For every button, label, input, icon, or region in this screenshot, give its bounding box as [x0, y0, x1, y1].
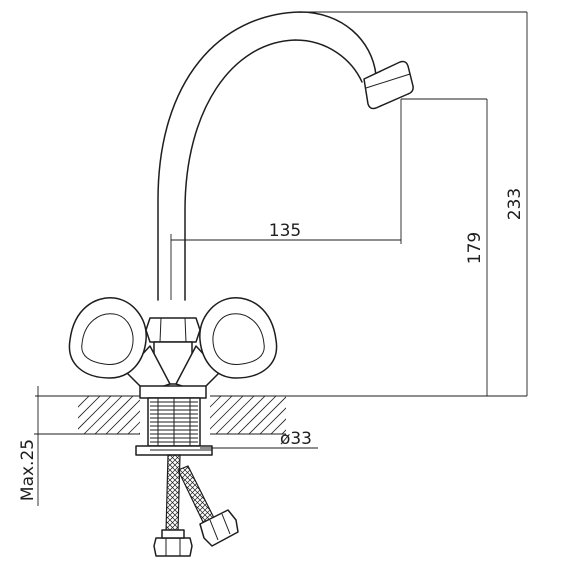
hatch-line — [83, 396, 123, 434]
hatch-line — [259, 407, 286, 434]
hatch-line — [78, 396, 112, 430]
left-handle — [68, 297, 147, 379]
aerator — [363, 60, 487, 110]
reach-label: 135 — [269, 221, 301, 241]
dimension-spout-height — [286, 99, 527, 397]
spout — [157, 11, 527, 301]
hatch-line — [78, 396, 79, 397]
hatch-line — [248, 396, 286, 434]
right-handle — [199, 297, 278, 379]
base-diameter-label: ø33 — [280, 429, 312, 449]
hatch-line — [215, 396, 255, 434]
hatch-line — [105, 396, 145, 434]
flexible-hoses — [153, 454, 239, 557]
hatch-line — [204, 396, 244, 434]
hatch-line — [78, 396, 90, 408]
total-height-label: 233 — [505, 188, 525, 220]
hatch-line — [78, 396, 101, 419]
dimension-counter-thickness — [34, 386, 78, 506]
mounting-shank — [135, 397, 213, 456]
spout-height-label: 179 — [465, 232, 485, 264]
mixer-body — [125, 317, 221, 399]
hatch-line — [94, 396, 134, 434]
counter-thickness-label: Max.25 — [18, 439, 38, 501]
hatch-line — [237, 396, 277, 434]
hatch-line — [326, 396, 364, 434]
dimension-reach — [170, 99, 402, 300]
hatch-line — [226, 396, 266, 434]
hatch-line — [315, 396, 353, 434]
hatch-line — [270, 418, 286, 434]
